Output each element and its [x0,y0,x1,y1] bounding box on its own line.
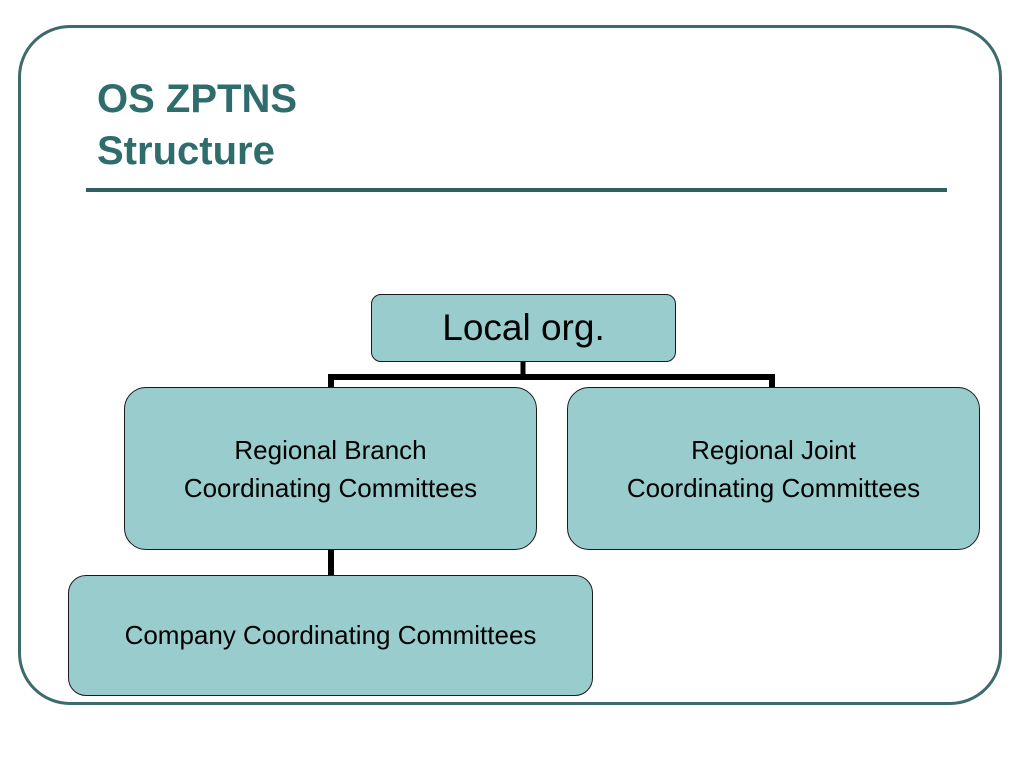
node-company: Company Coordinating Committees [68,575,593,696]
node-local-org: Local org. [371,294,676,362]
slide-title-line2: Structure [97,129,275,173]
title-underline [86,188,947,192]
node-company-label: Company Coordinating Committees [124,620,537,650]
node-regional-joint-line1: Regional Joint [691,434,856,465]
node-regional-branch-line2: Coordinating Committees [183,472,478,503]
slide-title: OS ZPTNS Structure [97,73,297,177]
node-regional-joint: Regional Joint Coordinating Committees [567,387,980,550]
node-local-org-label: Local org. [442,307,605,348]
node-regional-branch-line1: Regional Branch [234,434,427,465]
node-regional-joint-line2: Coordinating Committees [626,472,921,503]
node-regional-branch: Regional Branch Coordinating Committees [124,387,537,550]
slide-title-line1: OS ZPTNS [97,77,298,121]
